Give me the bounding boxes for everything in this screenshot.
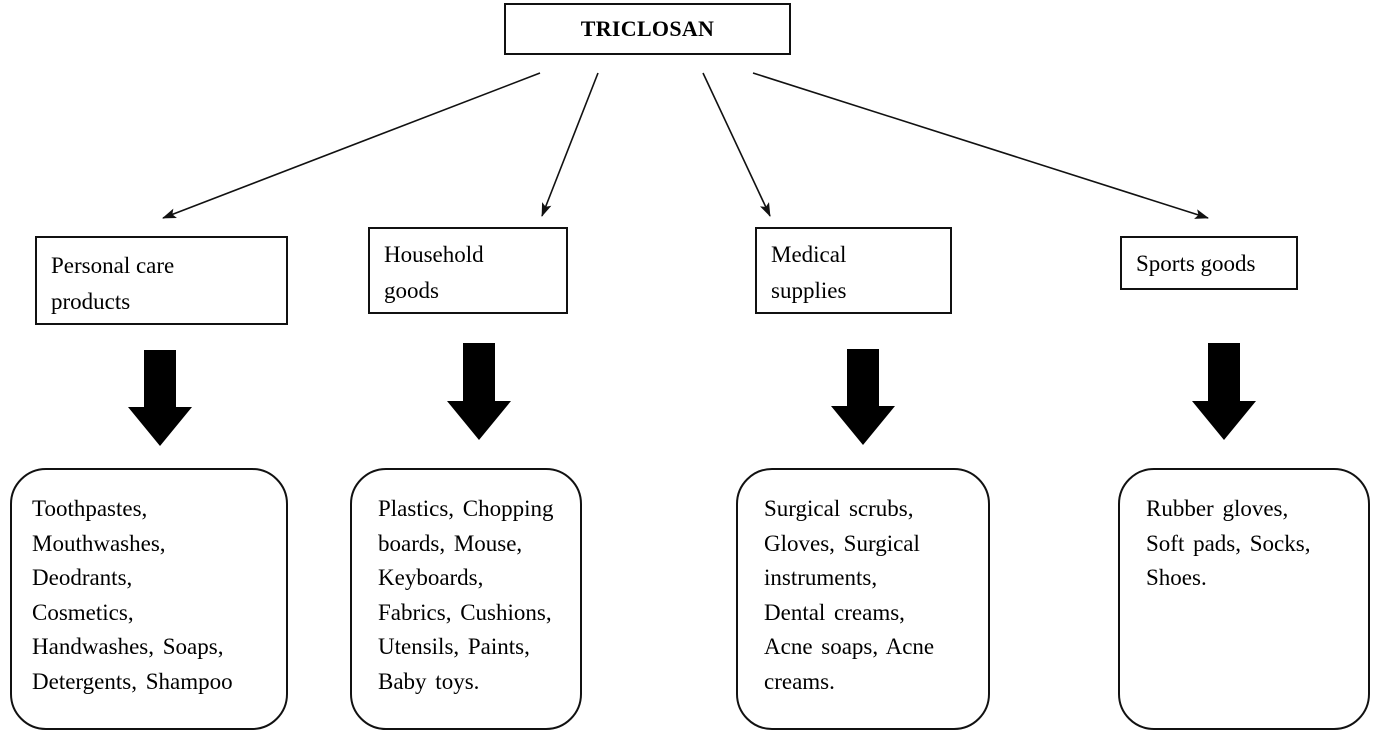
- arrow-root-to-sports: [752, 72, 1209, 219]
- detail-node-sports: Rubber gloves, Soft pads, Socks, Shoes.: [1118, 468, 1370, 730]
- detail-text-sports: Rubber gloves, Soft pads, Socks, Shoes.: [1146, 496, 1311, 590]
- detail-node-household: Plastics, Chopping boards, Mouse, Keyboa…: [350, 468, 582, 730]
- category-label-sports: Sports goods: [1136, 251, 1256, 276]
- category-label-household: Household goods: [384, 242, 484, 303]
- block-arrow-medical: [831, 349, 895, 445]
- arrow-root-to-medical: [702, 72, 771, 217]
- category-node-sports: Sports goods: [1120, 236, 1298, 290]
- category-node-medical: Medical supplies: [755, 227, 952, 314]
- detail-node-personal-care: Toothpastes, Mouthwashes, Deodrants, Cos…: [10, 468, 288, 730]
- block-arrow-personal-care: [128, 350, 192, 446]
- detail-node-medical: Surgical scrubs, Gloves, Surgical instru…: [736, 468, 990, 730]
- detail-text-household: Plastics, Chopping boards, Mouse, Keyboa…: [378, 496, 554, 694]
- arrow-root-to-personal-care: [162, 72, 541, 219]
- category-label-medical: Medical supplies: [771, 242, 847, 303]
- block-arrow-sports: [1192, 343, 1256, 440]
- category-label-personal-care: Personal care products: [51, 253, 175, 314]
- category-node-personal-care: Personal care products: [35, 236, 288, 325]
- arrow-root-to-household: [541, 72, 599, 217]
- detail-text-medical: Surgical scrubs, Gloves, Surgical instru…: [764, 496, 935, 694]
- category-node-household: Household goods: [368, 227, 568, 314]
- root-node-label: TRICLOSAN: [580, 16, 715, 41]
- detail-text-personal-care: Toothpastes, Mouthwashes, Deodrants, Cos…: [32, 496, 233, 694]
- root-node-triclosan: TRICLOSAN: [504, 3, 791, 55]
- block-arrow-household: [447, 343, 511, 440]
